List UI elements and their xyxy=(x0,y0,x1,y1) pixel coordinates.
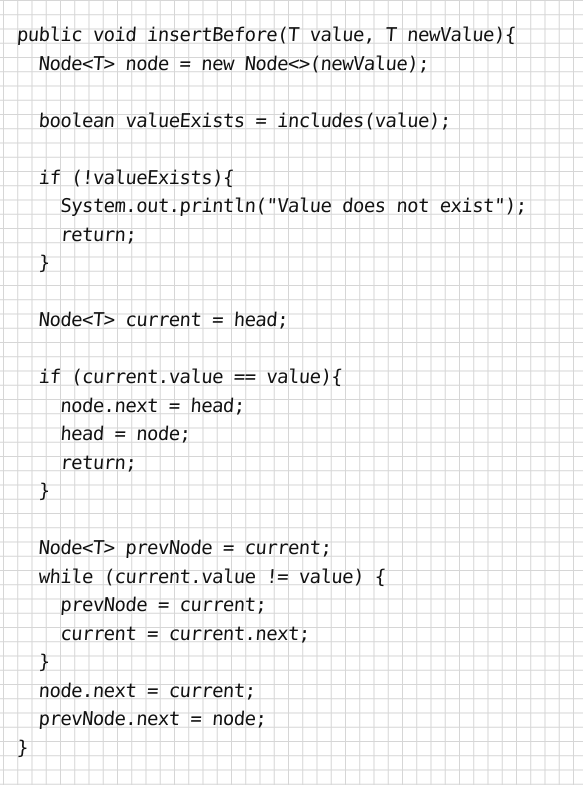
code-line: head = node; xyxy=(16,423,192,445)
code-line: node.next = head; xyxy=(16,394,246,417)
code-line xyxy=(16,335,527,364)
code-line: if (current.value == value){ xyxy=(16,366,343,388)
code-line: Node<T> prevNode = current; xyxy=(16,537,333,559)
code-line xyxy=(16,135,527,164)
code-line: } xyxy=(16,252,51,274)
code-line: current = current.next; xyxy=(16,622,311,645)
code-line: prevNode.next = node; xyxy=(16,708,268,730)
code-line xyxy=(16,506,527,535)
code-line: prevNode = current; xyxy=(16,594,268,616)
code-line: } xyxy=(16,736,29,759)
code-line: Node<T> current = head; xyxy=(16,309,289,331)
code-line: System.out.println("Value does not exist… xyxy=(16,195,528,217)
code-line: node.next = current; xyxy=(16,679,257,702)
code-line: } xyxy=(16,651,51,673)
code-line: boolean valueExists = includes(value); xyxy=(16,109,452,132)
code-line: if (!valueExists){ xyxy=(16,166,235,189)
code-line: while (current.value != value) { xyxy=(16,565,387,588)
code-line: return; xyxy=(16,223,138,246)
code-line: return; xyxy=(16,451,138,474)
code-line xyxy=(16,278,527,307)
code-line: public void insertBefore(T value, T newV… xyxy=(16,24,517,46)
handwritten-code-block: public void insertBefore(T value, T newV… xyxy=(16,21,528,762)
code-line: } xyxy=(16,480,51,502)
code-line xyxy=(16,78,527,107)
code-line: Node<T> node = new Node<>(newValue); xyxy=(16,52,430,75)
